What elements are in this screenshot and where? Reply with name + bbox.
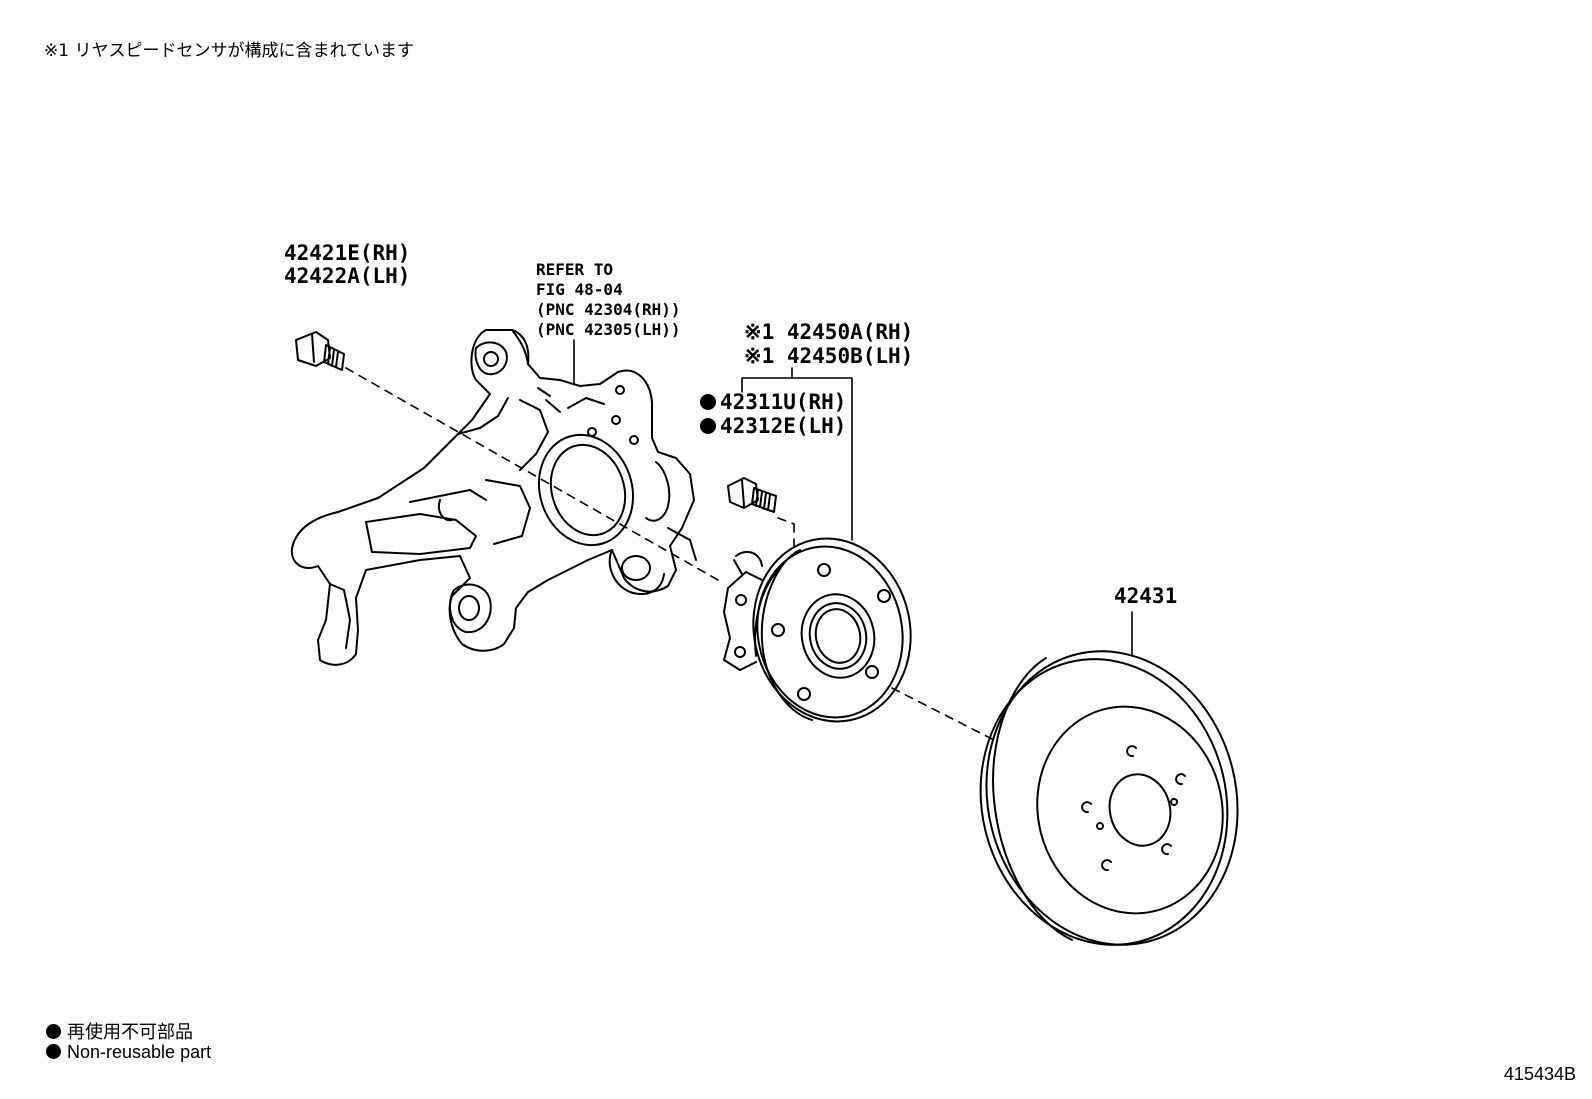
knuckle-ref-line4: (PNC 42305(LH)) [536, 320, 681, 339]
legend-jp-text: 再使用不可部品 [67, 1022, 193, 1042]
brake-disc-part [979, 650, 1239, 946]
knuckle-ref-line2: FIG 48-04 [536, 280, 623, 299]
bolt-lh-label: 42422A(LH) [284, 264, 411, 288]
non-reusable-dot-icon [46, 1024, 61, 1039]
bolt-callout: 42421E(RH) 42422A(LH) [284, 242, 410, 288]
legend-en-text: Non-reusable part [67, 1042, 212, 1062]
knuckle-part [290, 329, 697, 666]
alignment-dashed-lines [345, 367, 999, 743]
hub-callout: ※1 42450A(RH) ※1 42450B(LH) [744, 320, 913, 368]
hub-bolt-rh-label: 42311U(RH) [720, 390, 847, 414]
hub-lh-label: ※1 42450B(LH) [744, 344, 914, 368]
hub-bolt-part [727, 477, 777, 513]
knuckle-bolt-part [295, 331, 345, 371]
hub-bolt-callout: 42311U(RH) 42312E(LH) [700, 390, 846, 438]
legend-line-jp: 再使用不可部品 [46, 1018, 193, 1044]
knuckle-ref-line1: REFER TO [536, 260, 614, 279]
legend-line-en: Non-reusable part [46, 1042, 211, 1063]
bolt-rh-label: 42421E(RH) [284, 241, 411, 265]
hub-bearing-part [723, 537, 912, 723]
non-reusable-dot-icon [700, 418, 716, 434]
illustration-id: 415434B [1503, 1064, 1576, 1084]
speed-sensor-note: ※1 リヤスピードセンサが構成に含まれています [44, 41, 414, 61]
disc-callout: 42431 [1114, 584, 1178, 608]
non-reusable-dot-icon [46, 1044, 61, 1059]
hub-rh-label: ※1 42450A(RH) [744, 320, 914, 344]
non-reusable-dot-icon [700, 394, 716, 410]
leader-lines [573, 339, 1133, 657]
knuckle-reference-callout: REFER TO FIG 48-04 (PNC 42304(RH)) (PNC … [536, 260, 681, 340]
knuckle-ref-line3: (PNC 42304(RH)) [536, 300, 681, 319]
hub-bolt-lh-label: 42312E(LH) [720, 414, 847, 438]
